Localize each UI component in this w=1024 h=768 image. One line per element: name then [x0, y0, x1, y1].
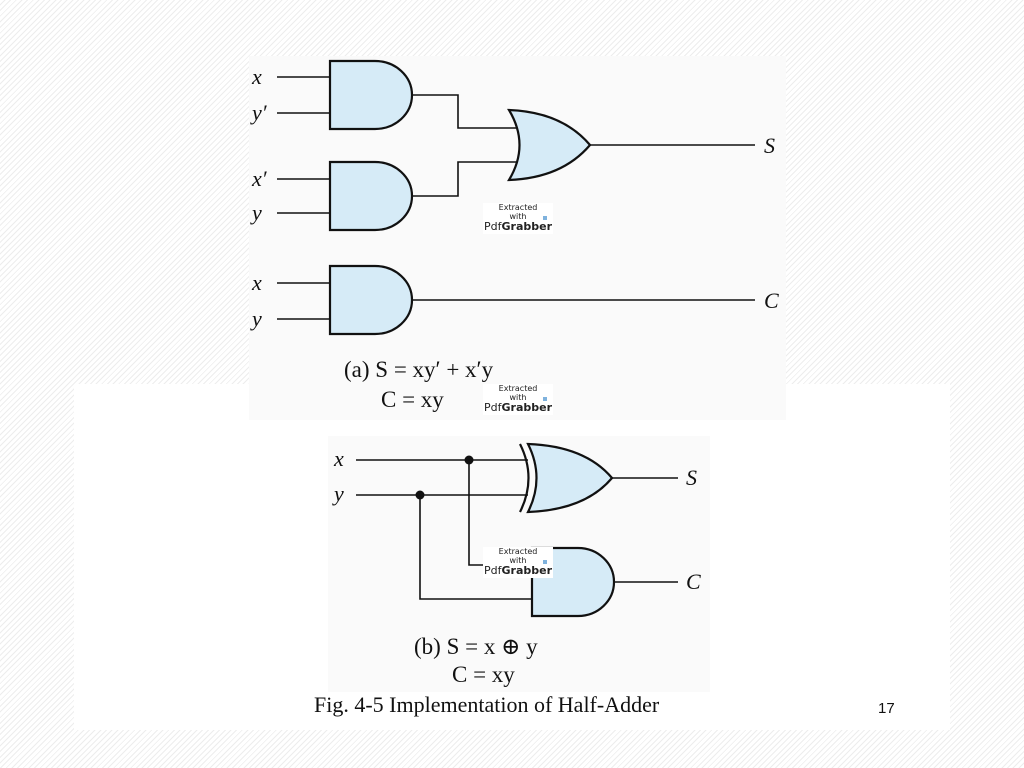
label-a-y-prime: y′: [250, 100, 268, 125]
label-b-output-s: S: [686, 465, 697, 490]
label-a-x-prime: x′: [251, 166, 268, 191]
watermark-mark-icon: [543, 216, 547, 220]
junction-y: [415, 490, 425, 500]
xor-gate: [526, 442, 614, 514]
pdfgrabber-watermark: Extracted with PdfGrabber: [483, 384, 553, 416]
label-a-output-s: S: [764, 133, 775, 158]
figure-caption: Fig. 4-5 Implementation of Half-Adder: [314, 692, 660, 717]
wire-and2-to-or: [412, 161, 516, 197]
wire-b-y-branch: [419, 495, 532, 600]
xor-gate-back-arc: [519, 443, 530, 513]
label-a-y1: y: [250, 200, 262, 225]
junction-x: [464, 455, 474, 465]
and-gate-1: [328, 59, 414, 131]
label-b-x: x: [333, 446, 344, 471]
or-gate: [507, 108, 592, 182]
formula-a-line1: (a) S = xy′ + x′y: [344, 357, 494, 382]
and-gate-3: [328, 264, 414, 336]
label-a-output-c: C: [764, 288, 779, 313]
watermark-mark-icon: [543, 397, 547, 401]
label-a-x1: x: [251, 64, 262, 89]
formula-b-line1: (b) S = x ⊕ y: [414, 634, 538, 659]
formula-a-line2: C = xy: [381, 387, 444, 412]
watermark-mark-icon: [543, 560, 547, 564]
and-gate-2: [328, 160, 414, 232]
label-a-x2: x: [251, 270, 262, 295]
pdfgrabber-watermark: Extracted with PdfGrabber: [483, 547, 553, 579]
wire-and1-to-or: [412, 94, 516, 129]
label-a-y2: y: [250, 306, 262, 331]
label-b-y: y: [332, 481, 344, 506]
label-b-output-c: C: [686, 569, 701, 594]
formula-b-line2: C = xy: [452, 662, 515, 687]
page-number: 17: [878, 700, 895, 717]
pdfgrabber-watermark: Extracted with PdfGrabber: [483, 203, 553, 235]
